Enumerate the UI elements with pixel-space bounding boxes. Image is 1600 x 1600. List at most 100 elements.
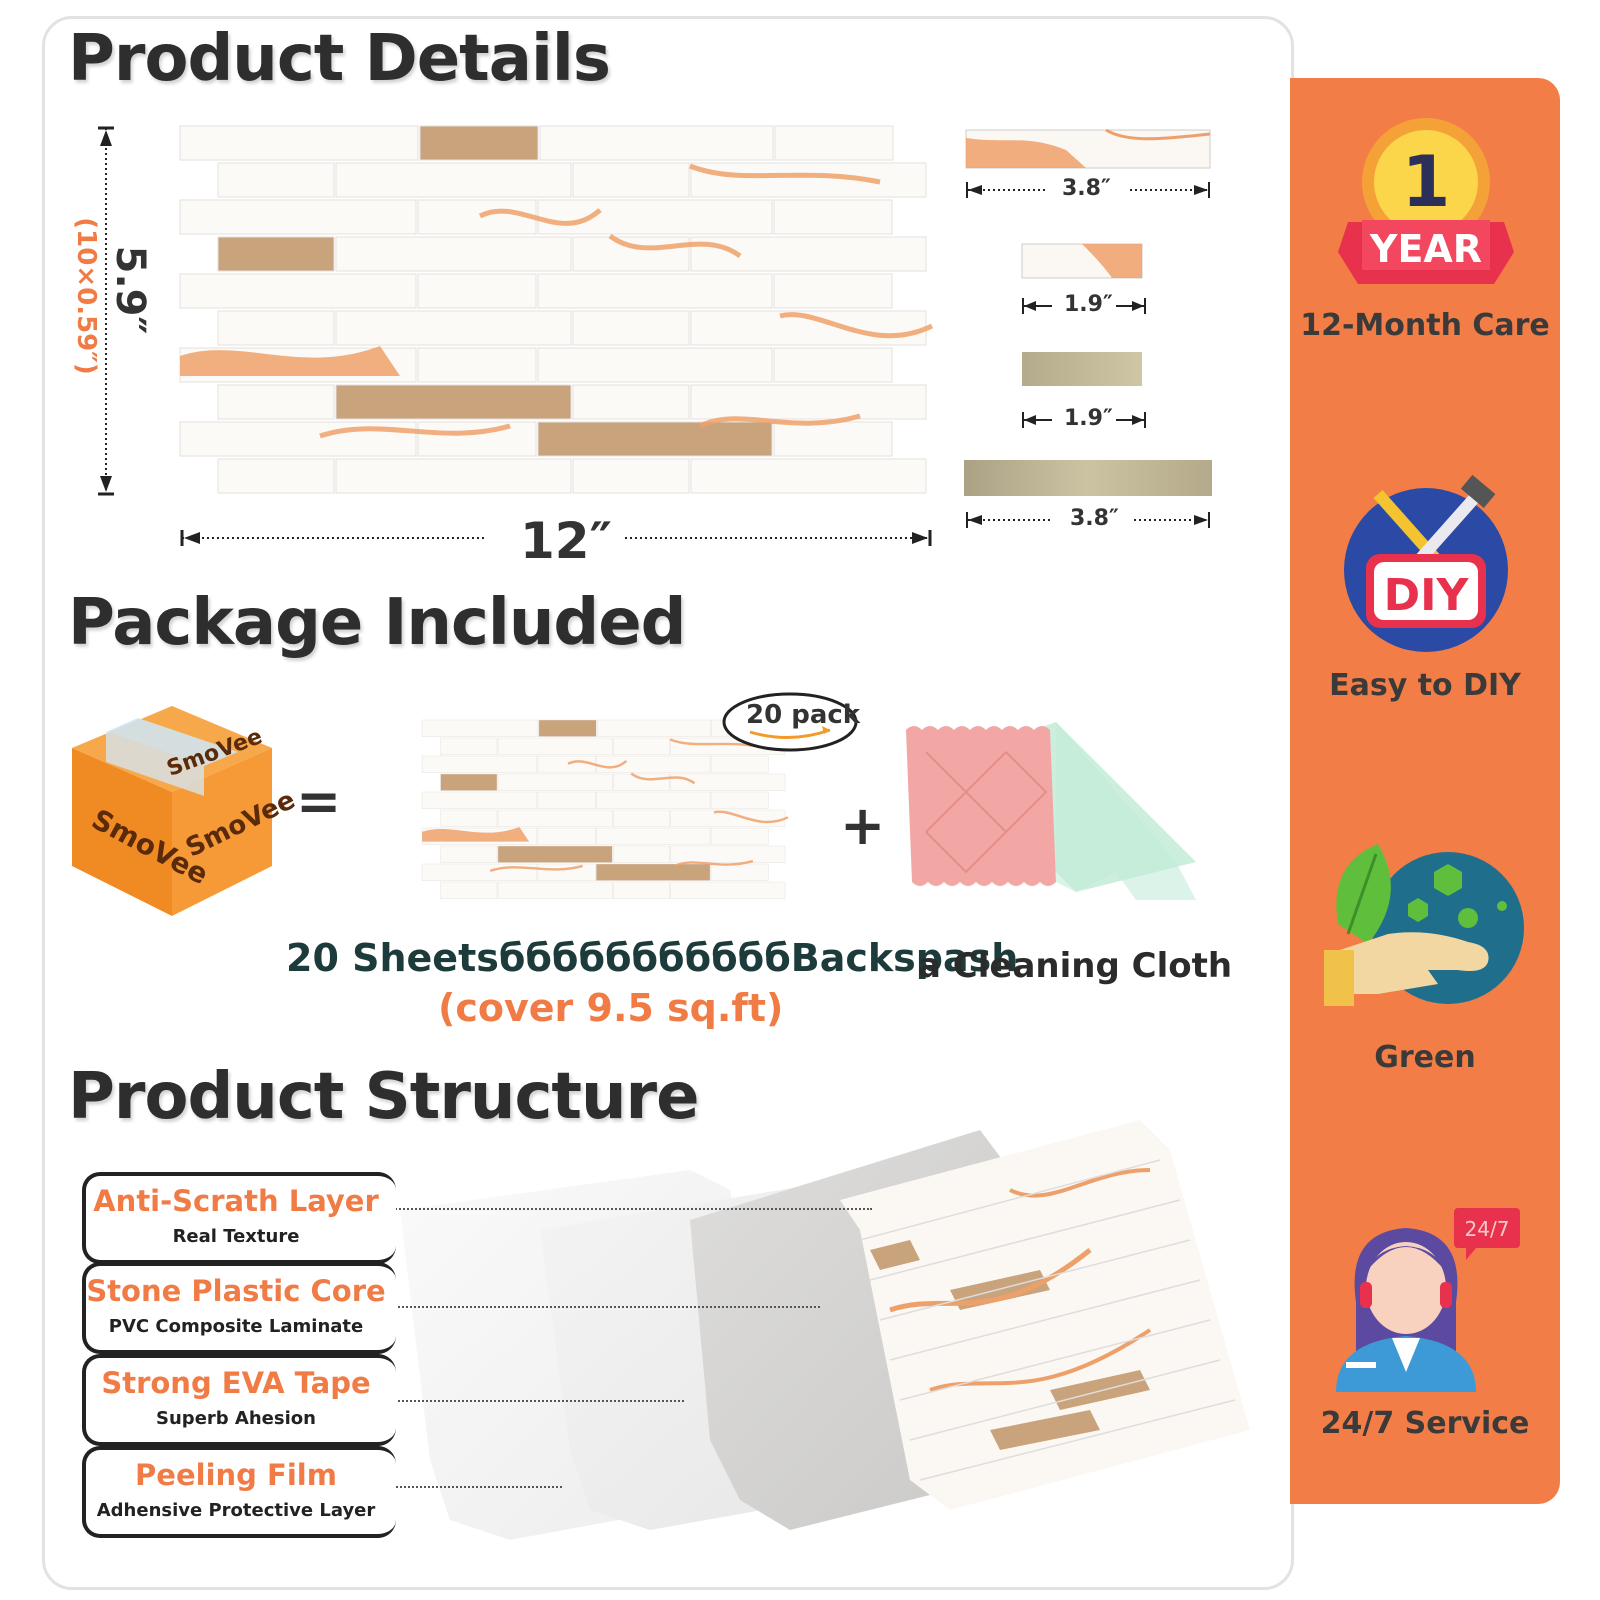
customer-service-icon: 24/7 — [1336, 1208, 1520, 1392]
width-dimension-arrow — [180, 530, 932, 546]
marble-tile — [774, 125, 894, 161]
marble-tile — [440, 845, 498, 863]
marble-tile — [596, 791, 711, 809]
layer-subtitle: PVC Composite Laminate — [108, 1316, 364, 1337]
marble-tile — [497, 809, 613, 827]
year-ribbon-text: YEAR — [1369, 227, 1482, 271]
marble-vein — [319, 423, 511, 439]
layer-label-anti-scratch: Anti-Scrath Layer Real Texture — [82, 1172, 396, 1264]
marble-tile — [710, 755, 769, 773]
marble-tile — [572, 236, 690, 272]
layer-label-peeling-film: Peeling Film Adhensive Protective Layer — [82, 1446, 396, 1538]
equals-sign: = — [296, 770, 342, 833]
marble-tile — [537, 347, 773, 383]
cover-caption: (cover 9.5 sq.ft) — [438, 986, 784, 1030]
gold-tile — [419, 125, 539, 161]
marble-vein — [478, 208, 602, 226]
marble-tile — [710, 863, 769, 881]
marble-tile — [690, 162, 927, 198]
features-sidebar: 1 YEAR 12-Month Care DIY Easy to DIY Gre… — [1290, 78, 1560, 1504]
strip-4-label: 3.8″ — [1070, 506, 1119, 531]
marble-tile — [572, 384, 690, 420]
marble-tile — [497, 881, 613, 899]
marble-tile — [417, 421, 537, 457]
marble-vein — [713, 810, 789, 824]
marble-tile — [537, 199, 773, 235]
marble-vein — [689, 163, 881, 185]
leader-line-3 — [358, 1400, 684, 1402]
height-sub-label: (10×0.59″) — [71, 217, 101, 375]
marble-vein — [608, 233, 742, 259]
strip-gold-long-dim — [966, 512, 1210, 528]
height-dimension-arrow — [98, 126, 114, 496]
strip-2-label: 1.9″ — [1064, 292, 1113, 317]
marble-tile — [335, 310, 572, 346]
marble-tile — [537, 827, 596, 845]
marble-tile — [440, 737, 498, 755]
marble-tile — [335, 236, 572, 272]
marble-vein — [698, 413, 861, 429]
gold-tile — [440, 773, 498, 791]
marble-tile — [179, 125, 419, 161]
layer-title: Peeling Film — [135, 1458, 337, 1492]
diy-label: Easy to DIY — [1329, 668, 1521, 703]
care-label: 12-Month Care — [1300, 308, 1550, 343]
marble-tile — [537, 791, 596, 809]
product-structure-title: Product Structure — [68, 1060, 699, 1134]
layer-subtitle: Superb Ahesion — [156, 1408, 316, 1429]
sheets-caption: 20 SheetsбббббббббббBackspash — [286, 936, 1019, 980]
marble-vein — [489, 864, 583, 872]
marble-tile — [670, 881, 786, 899]
marble-tile — [613, 845, 670, 863]
strip-3-label: 1.9″ — [1064, 406, 1113, 431]
backsplash-sheet-image — [421, 719, 789, 899]
marble-tile — [217, 162, 335, 198]
green-eco-icon — [1324, 844, 1524, 1006]
marble-tile — [421, 755, 538, 773]
marble-tile — [572, 310, 690, 346]
leader-line-4 — [360, 1486, 562, 1488]
layer-subtitle: Adhensive Protective Layer — [96, 1500, 376, 1521]
marble-tile — [497, 773, 613, 791]
marble-tile — [710, 827, 769, 845]
marble-tile — [335, 162, 572, 198]
marble-tile — [417, 199, 537, 235]
layer-title: Strong EVA Tape — [101, 1366, 371, 1400]
marble-tile — [670, 773, 786, 791]
marble-tile — [572, 458, 690, 494]
leader-line-2 — [366, 1306, 820, 1308]
diy-badge-text: DIY — [1384, 570, 1470, 621]
marble-tile — [217, 384, 335, 420]
pack-badge — [722, 692, 858, 752]
year-number: 1 — [1402, 141, 1451, 223]
gold-tile — [596, 863, 711, 881]
marble-tile — [596, 755, 711, 773]
marble-tile — [217, 458, 335, 494]
pack-badge-label: 20 pack — [746, 700, 861, 730]
product-details-title: Product Details — [68, 22, 611, 96]
marble-tile — [417, 273, 537, 309]
backsplash-panel — [179, 125, 934, 494]
marble-tile — [421, 719, 539, 737]
service-label: 24/7 Service — [1320, 1406, 1530, 1441]
strip-marble-long-dim — [966, 182, 1210, 198]
marble-tile — [537, 755, 596, 773]
strip-gold-short-dim — [1022, 412, 1146, 428]
height-label: 5.9″ — [107, 245, 153, 335]
marble-tile — [773, 421, 893, 457]
marble-vein — [180, 346, 400, 376]
gold-tile — [537, 421, 773, 457]
layers-exploded-view — [400, 1120, 1250, 1540]
strip-gold-short — [1022, 352, 1142, 386]
diy-tools-icon: DIY — [1344, 474, 1508, 652]
marble-tile — [539, 125, 774, 161]
gold-tile — [335, 384, 572, 420]
marble-tile — [710, 791, 769, 809]
one-year-warranty-icon: 1 YEAR — [1338, 118, 1514, 284]
marble-tile — [335, 458, 572, 494]
marble-tile — [497, 737, 613, 755]
marble-tile — [421, 791, 538, 809]
gold-tile — [497, 845, 613, 863]
plus-sign: + — [840, 794, 886, 857]
marble-vein — [630, 772, 696, 785]
